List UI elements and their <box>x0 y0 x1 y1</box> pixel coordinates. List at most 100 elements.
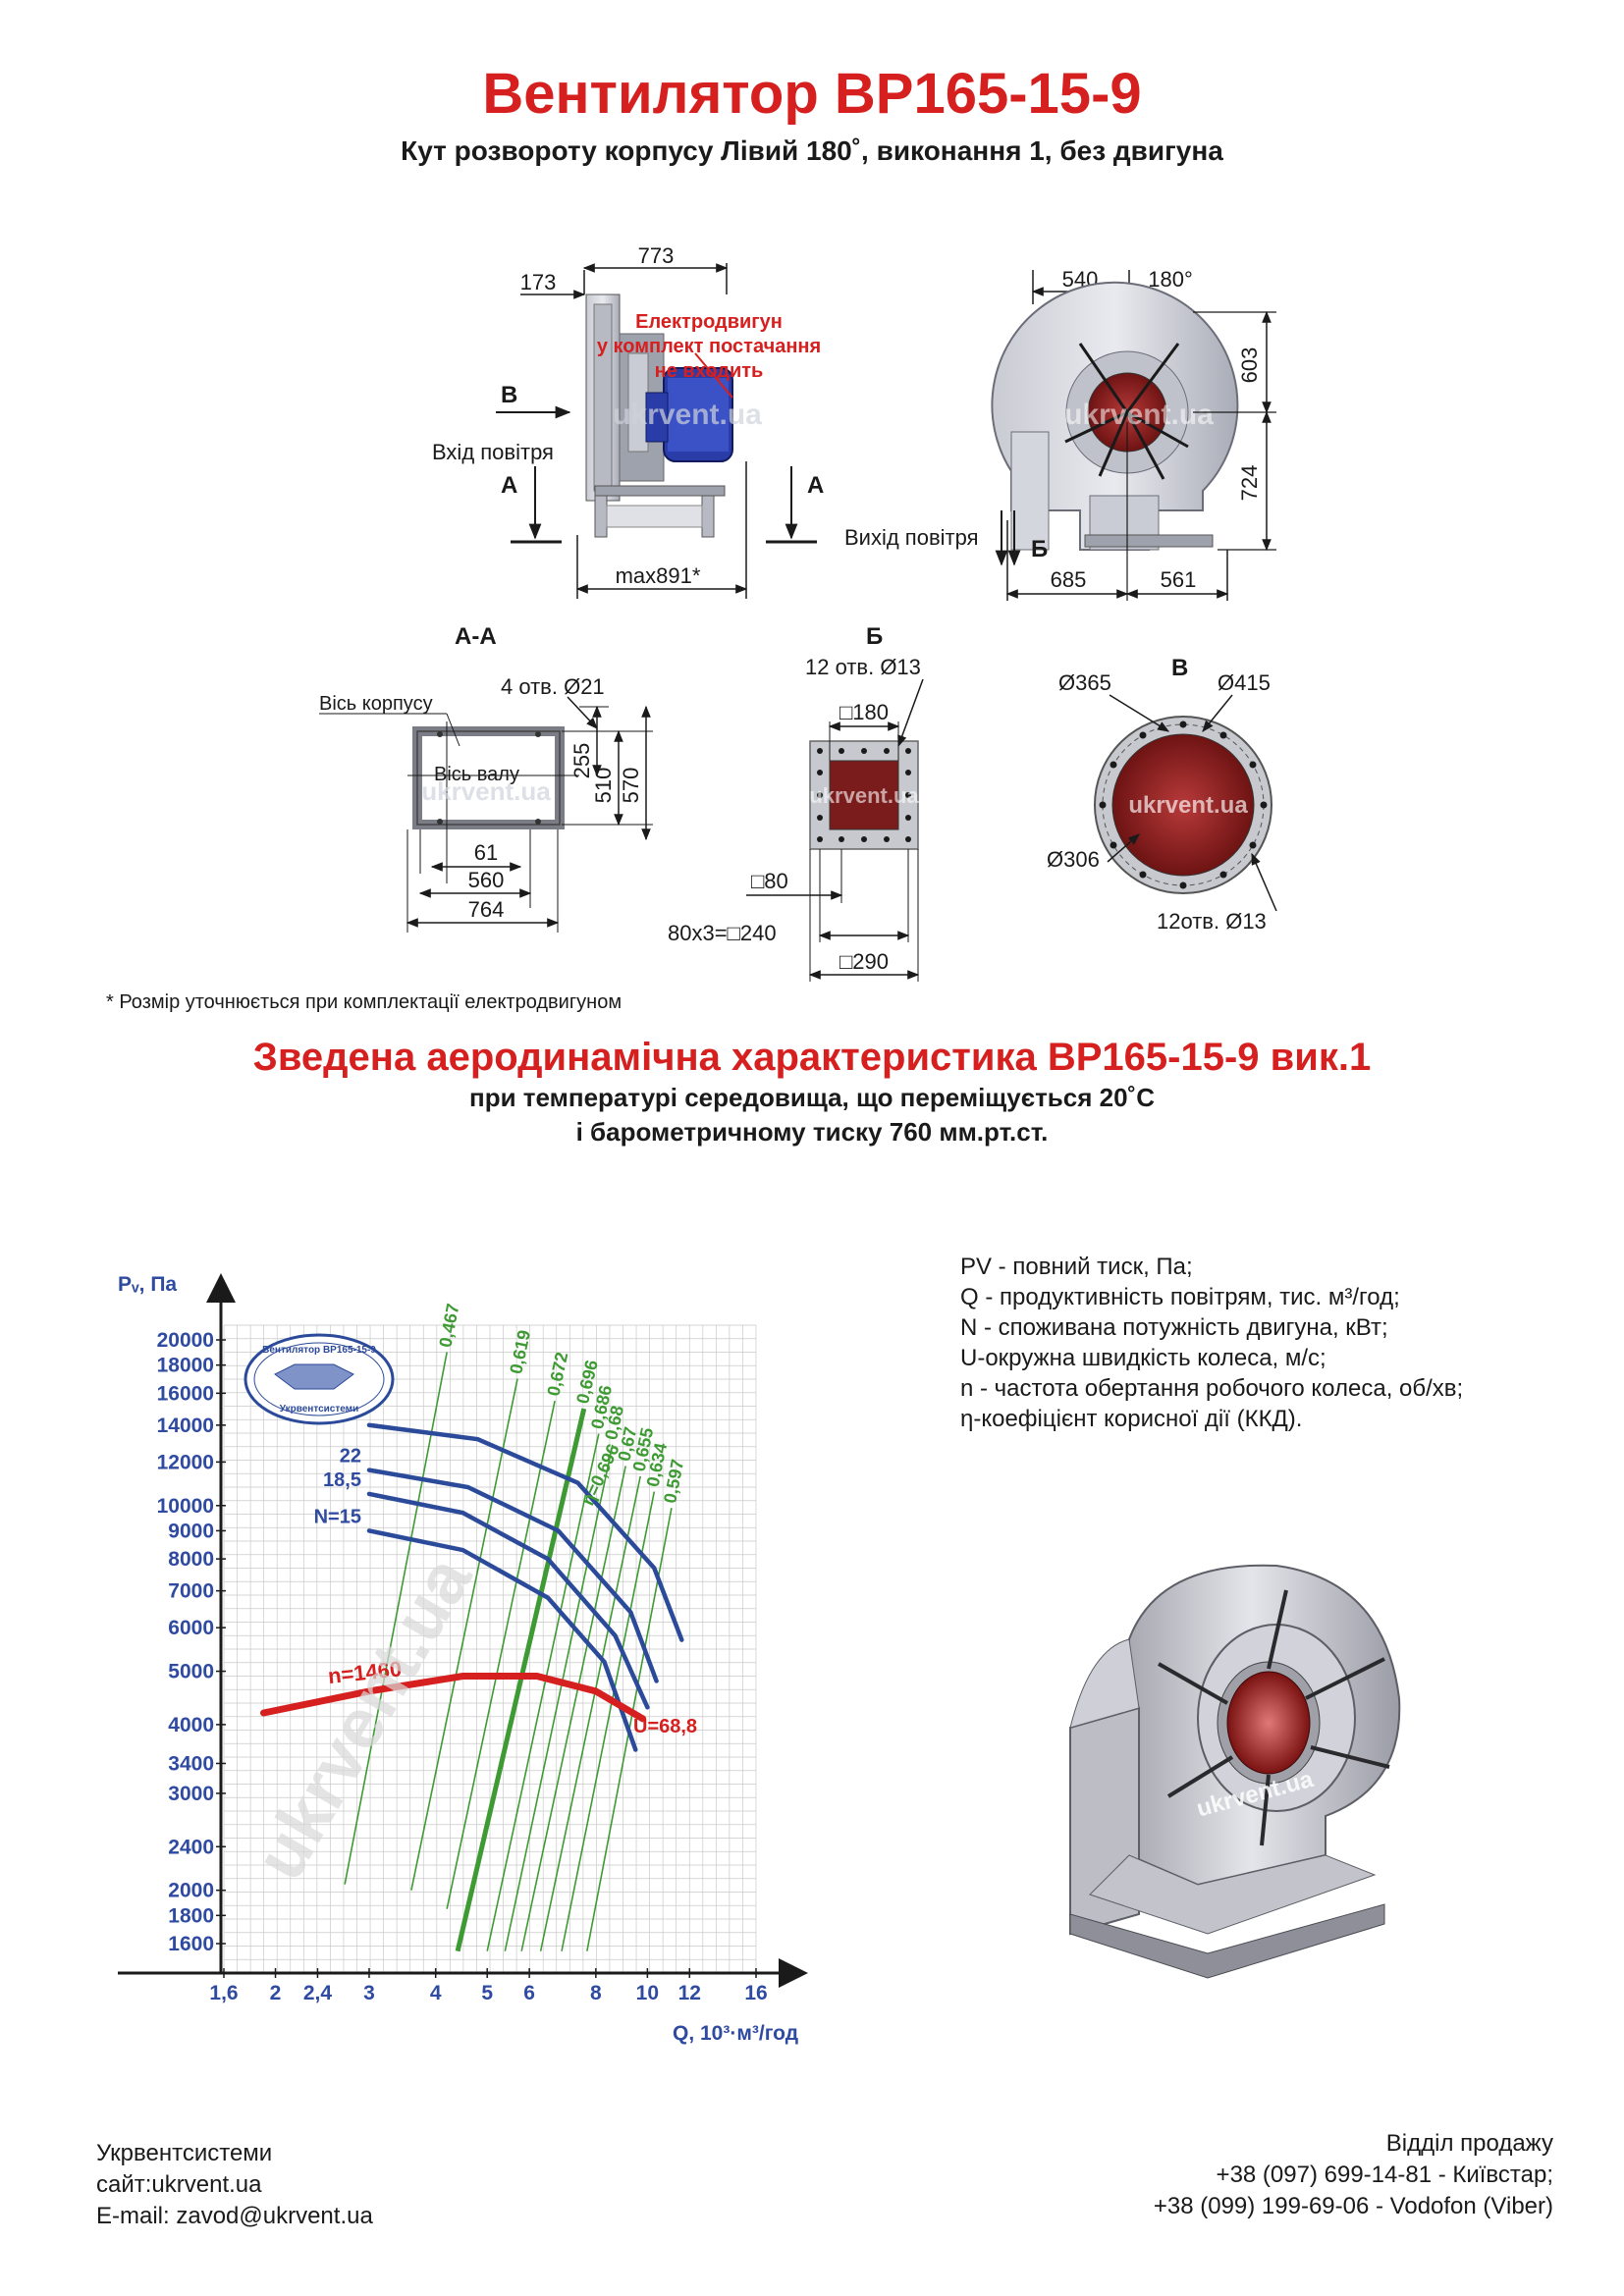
aa-watermark: ukrvent.ua <box>421 776 551 806</box>
v-holes: 12отв. Ø13 <box>1157 909 1267 934</box>
chart-stamp: Вентилятор ВР165-15-9 Укрвентсистеми <box>244 1333 395 1425</box>
sq-180: □180 <box>839 700 889 724</box>
x-tick-label: 8 <box>590 1982 602 2004</box>
x-tick-label: 12 <box>678 1982 701 2004</box>
sales-phone-2[interactable]: +38 (099) 199-69-06 - Vodofon (Viber) <box>1153 2193 1553 2219</box>
front-view-watermark: ukrvent.ua <box>1064 399 1214 431</box>
y-tick-label: 20000 <box>157 1329 214 1352</box>
power-curve-label: 22 <box>340 1446 361 1468</box>
page-subtitle: Кут розвороту корпусу Лівий 180˚, викона… <box>401 135 1223 166</box>
y-tick-label: 1800 <box>168 1904 214 1927</box>
x-tick-label: 4 <box>430 1982 442 2004</box>
efficiency-label: 0,467 <box>435 1302 462 1349</box>
dim-570: 570 <box>619 768 643 804</box>
dim-685: 685 <box>1051 567 1087 592</box>
motor-note-line1: Електродвигун <box>635 311 783 333</box>
efficiency-line <box>504 1444 614 1951</box>
power-curve <box>366 1422 684 1642</box>
b-holes: 12 отв. Ø13 <box>805 655 921 679</box>
stamp-text: Вентилятор ВР165-15-9 <box>262 1345 376 1356</box>
legend-u: U-окружна швидкість колеса, м/с; <box>960 1345 1326 1371</box>
pitch-240: 80х3=□240 <box>668 921 777 945</box>
aero-title: Зведена аеродинамічна характеристика ВР1… <box>252 1036 1372 1079</box>
axis-shaft-label: Вісь валу <box>434 764 519 785</box>
efficiency-line <box>455 1408 587 1952</box>
efficiency-line <box>561 1491 656 1951</box>
company-email[interactable]: E-mail: zavod@ukrvent.ua <box>96 2203 373 2229</box>
section-b: Б ukrvent.ua 12 отв. Ø13 □180 □80 80х3=□… <box>668 623 924 982</box>
air-in-label: Вхід повітря <box>432 440 554 464</box>
efficiency-line <box>486 1433 600 1951</box>
footer-sales: Відділ продажу +38 (097) 699-14-81 - Киї… <box>1154 2128 1553 2222</box>
y-tick-label: 6000 <box>168 1617 214 1639</box>
dim-724: 724 <box>1237 465 1262 502</box>
dim-764: 764 <box>468 897 505 922</box>
power-curve-label: 18,5 <box>323 1469 361 1491</box>
section-v: В ukrvent.ua Ø365 Ø415 Ø306 12отв. Ø13 <box>1047 655 1277 934</box>
x-tick-label: 16 <box>744 1982 767 2004</box>
y-axis-label: Pᵥ, Па <box>118 1273 177 1296</box>
sq-290: □290 <box>839 949 889 974</box>
company-site[interactable]: сайт:ukrvent.ua <box>96 2171 262 2198</box>
power-curve <box>366 1528 638 1752</box>
legend-n: N - споживана потужність двигуна, кВт; <box>960 1314 1388 1341</box>
y-tick-label: 3400 <box>168 1752 214 1775</box>
front-view: 540 180° ukrvent.ua 603 724 685 561 Вихі… <box>844 267 1276 601</box>
d-365: Ø365 <box>1058 670 1111 695</box>
section-v-title: В <box>1171 655 1188 681</box>
dim-510: 510 <box>591 768 616 804</box>
dim-61: 61 <box>474 840 498 865</box>
sales-title: Відділ продажу <box>1385 2130 1553 2157</box>
sales-phone-1[interactable]: +38 (097) 699-14-81 - Київстар; <box>1216 2162 1553 2188</box>
y-tick-label: 2400 <box>168 1836 214 1858</box>
legend-q: Q - продуктивність повітрям, тис. м³/год… <box>960 1284 1400 1310</box>
air-out-label: Вихід повітря <box>844 525 979 550</box>
legend-rpm: n - частота обертання робочого колеса, о… <box>960 1375 1464 1402</box>
technical-drawings: 773 173 max891* Електродвигун у комплект… <box>319 243 1277 982</box>
legend-pv: PV - повний тиск, Па; <box>960 1254 1193 1280</box>
side-view-watermark: ukrvent.ua <box>613 399 762 431</box>
y-tick-label: 16000 <box>157 1382 214 1405</box>
d-415: Ø415 <box>1218 670 1271 695</box>
aero-subtitle-1: при температурі середовища, що переміщує… <box>469 1083 1155 1112</box>
power-curve <box>366 1491 650 1710</box>
efficiency-line <box>446 1400 556 1909</box>
footer-company: Укрвентсистеми сайт:ukrvent.ua E-mail: z… <box>96 2138 373 2232</box>
efficiency-label: 0,672 <box>543 1351 571 1398</box>
dim-255: 255 <box>569 743 594 779</box>
side-view: 773 173 max891* Електродвигун у комплект… <box>432 243 824 599</box>
efficiency-line <box>410 1378 518 1891</box>
dim-max891: max891* <box>616 563 701 588</box>
efficiency-line <box>539 1475 641 1951</box>
y-tick-label: 12000 <box>157 1451 214 1473</box>
y-tick-label: 1600 <box>168 1933 214 1955</box>
fan-3d-render: ukrvent.ua <box>1069 1564 1401 1979</box>
x-axis-label: Q, 10³·м³/год <box>673 2022 798 2045</box>
x-tick-label: 10 <box>636 1982 659 2004</box>
efficiency-line <box>520 1466 626 1951</box>
section-aa-title: А-А <box>455 623 497 650</box>
section-aa: А-А Вісь корпусу Вісь валу 4 отв. Ø21 25… <box>319 623 653 933</box>
y-tick-label: 9000 <box>168 1520 214 1542</box>
dim-173: 173 <box>520 270 557 294</box>
company-name: Укрвентсистеми <box>96 2140 273 2166</box>
x-tick-label: 2,4 <box>303 1982 333 2004</box>
aero-subtitle-2: і барометричному тиску 760 мм.рт.ст. <box>575 1117 1049 1147</box>
arrow-b-label: В <box>501 382 517 408</box>
stamp-sub: Укрвентсистеми <box>280 1404 358 1415</box>
page-title: Вентилятор ВР165-15-9 <box>482 62 1142 126</box>
b-watermark: ukrvent.ua <box>809 783 919 808</box>
axis-ticks: 2000018000160001400012000100009000800070… <box>157 1329 768 2004</box>
chart-legend: PV - повний тиск, Па; Q - продуктивність… <box>960 1252 1463 1434</box>
legend-eta: η-коефіцієнт корисної дії (ККД). <box>960 1406 1303 1432</box>
arrow-b-front: Б <box>1031 536 1048 562</box>
efficiency-line <box>344 1352 448 1885</box>
aa-holes: 4 отв. Ø21 <box>501 674 605 699</box>
x-tick-label: 6 <box>523 1982 535 2004</box>
y-tick-label: 2000 <box>168 1880 214 1902</box>
v-watermark: ukrvent.ua <box>1128 792 1248 819</box>
dim-560: 560 <box>468 868 505 892</box>
y-tick-label: 4000 <box>168 1714 214 1736</box>
